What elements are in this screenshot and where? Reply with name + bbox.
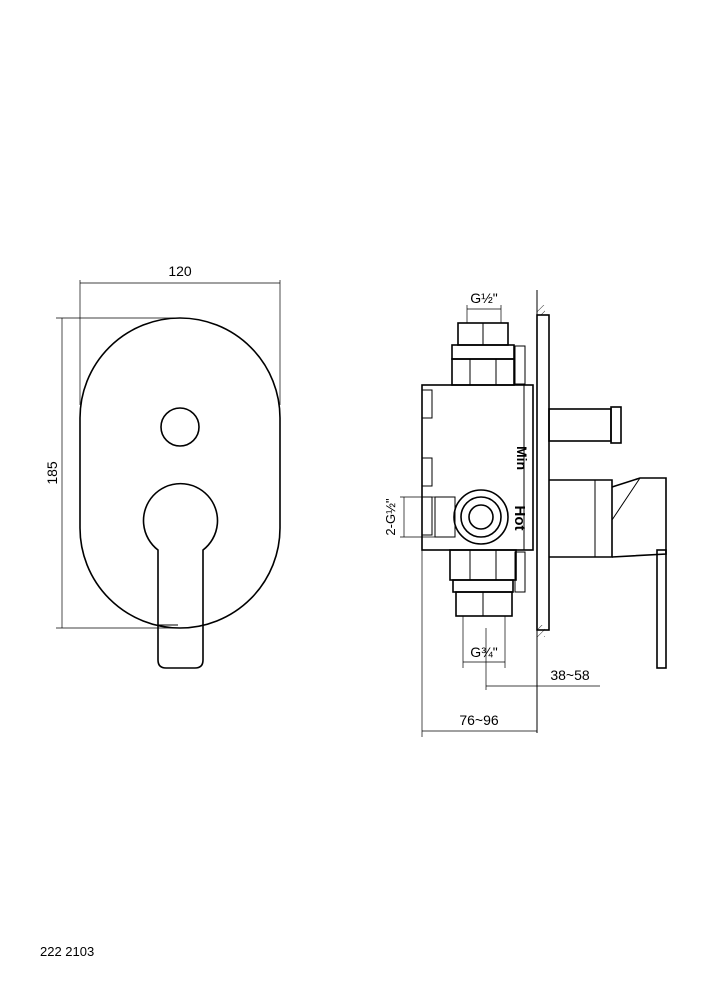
lever-handle [142, 482, 219, 669]
height-dimension: 185 [44, 317, 180, 629]
width-dimension: 120 [79, 263, 281, 405]
front-view: 120 185 [44, 263, 281, 669]
depth-small-dimension: 38~58 [485, 628, 600, 690]
min-label: Min [514, 446, 530, 470]
depth-small-label: 38~58 [550, 667, 590, 683]
top-outlet-label: G½" [470, 290, 498, 306]
top-outlet-fitting [451, 322, 526, 386]
diverter-spindle [548, 406, 622, 444]
hot-label: Hot [511, 506, 528, 531]
diverter-knob [160, 407, 200, 447]
mounting-plate [536, 314, 550, 631]
side-outlet-label: 2-G½" [383, 498, 398, 536]
side-view: G½" 2-G½" Min Hot [383, 290, 667, 737]
top-outlet-dimension: G½" [466, 290, 502, 323]
bottom-outlet-fitting [449, 549, 526, 617]
bottom-outlet-label: G¾" [470, 644, 498, 660]
width-label: 120 [168, 263, 192, 279]
product-code: 222 2103 [40, 944, 95, 959]
height-label: 185 [44, 461, 60, 485]
depth-total-dimension: 76~96 [421, 550, 537, 737]
side-inlet-dimension: 2-G½" [383, 496, 440, 538]
cover-plate [79, 317, 281, 629]
bottom-outlet-dimension: G¾" [462, 616, 506, 668]
side-inlet-fitting [434, 489, 509, 545]
depth-total-label: 76~96 [459, 712, 499, 728]
lever-handle-side [549, 477, 667, 669]
